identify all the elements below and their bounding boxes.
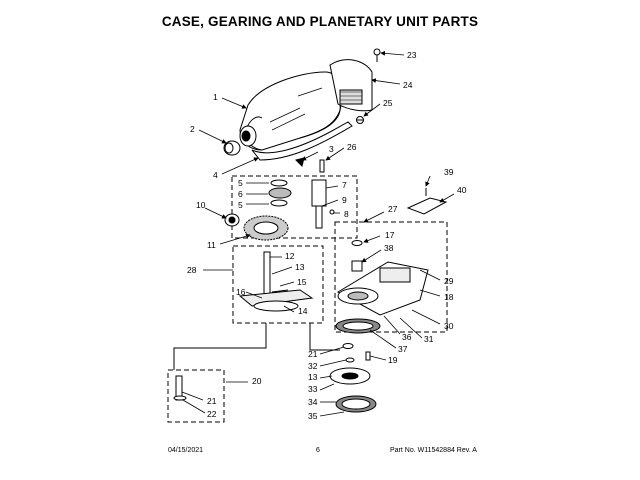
shaft-group-box-20	[167, 369, 225, 423]
callout-label: 39	[444, 167, 454, 177]
callout-label: 30	[444, 321, 454, 331]
bracket-40	[406, 188, 448, 215]
callout-label: 27	[388, 204, 398, 214]
callout-label: 13	[308, 372, 318, 382]
callout-label: 15	[297, 277, 307, 287]
gear-10	[224, 213, 240, 227]
connector-line-right	[309, 323, 340, 351]
callout-label: 26	[347, 142, 357, 152]
footer-date: 04/15/2021	[168, 447, 204, 454]
shaft-20	[173, 375, 187, 401]
callout-label: 11	[207, 240, 216, 250]
callout-label: 1	[213, 92, 218, 102]
motor-housing	[239, 71, 353, 161]
callout-label: 10	[196, 200, 206, 210]
page-title: CASE, GEARING AND PLANETARY UNIT PARTS	[161, 14, 479, 29]
footer-page-number: 6	[316, 447, 320, 454]
callout-label: 34	[308, 397, 318, 407]
gasket-37	[335, 318, 381, 334]
seal-17-38	[351, 240, 363, 272]
callout-label: 2	[190, 124, 195, 134]
leader-lines	[181, 50, 455, 417]
gear-case-housing	[336, 261, 429, 316]
screw-26	[319, 159, 325, 173]
callout-label: 13	[295, 262, 305, 272]
callout-label: 36	[402, 332, 412, 342]
callout-labels: 1 2 3 4 5 6 5 7 8 9 10 11 12 13 14 15 16…	[187, 50, 467, 421]
callout-label: 9	[342, 195, 347, 205]
callout-label: 21	[308, 349, 318, 359]
planetary-housing-box	[334, 221, 448, 333]
callout-label: 35	[308, 411, 318, 421]
callout-label: 22	[207, 409, 217, 419]
callout-label: 40	[457, 185, 467, 195]
callout-label: 6	[238, 189, 243, 199]
callout-label: 23	[407, 50, 417, 60]
callout-label: 28	[187, 265, 197, 275]
callout-label: 24	[403, 80, 413, 90]
callout-label: 21	[207, 396, 217, 406]
callout-label: 33	[308, 384, 318, 394]
callout-label: 12	[285, 251, 295, 261]
callout-label: 38	[384, 243, 394, 253]
worm-gear-parts	[268, 179, 335, 229]
lower-planetary-parts	[329, 343, 377, 413]
callout-label: 20	[252, 376, 262, 386]
planetary-shaft-parts	[238, 251, 314, 312]
callout-label: 4	[213, 170, 218, 180]
callout-label: 17	[385, 230, 395, 240]
callout-label: 29	[444, 276, 454, 286]
planetary-group-box	[232, 245, 324, 324]
callout-label: 7	[342, 180, 347, 190]
callout-label: 25	[383, 98, 393, 108]
callout-label: 5	[238, 200, 243, 210]
callout-label: 32	[308, 361, 318, 371]
callout-label: 14	[298, 306, 308, 316]
screw-23	[373, 48, 381, 62]
callout-label: 5	[238, 178, 243, 188]
screw-25	[356, 116, 364, 124]
connector-line	[173, 323, 267, 370]
large-gear-11	[243, 215, 289, 241]
callout-label: 37	[398, 344, 408, 354]
rear-cover	[329, 59, 373, 112]
callout-label: 3	[329, 144, 334, 154]
footer-part-number: Part No. W11542884 Rev. A	[390, 447, 477, 454]
callout-label: 18	[444, 292, 454, 302]
attachment-hub-cover	[223, 140, 241, 156]
callout-label: 16	[236, 287, 246, 297]
callout-label: 31	[424, 334, 434, 344]
gear-group-box	[231, 175, 358, 239]
callout-label: 8	[344, 209, 349, 219]
callout-label: 19	[388, 355, 398, 365]
